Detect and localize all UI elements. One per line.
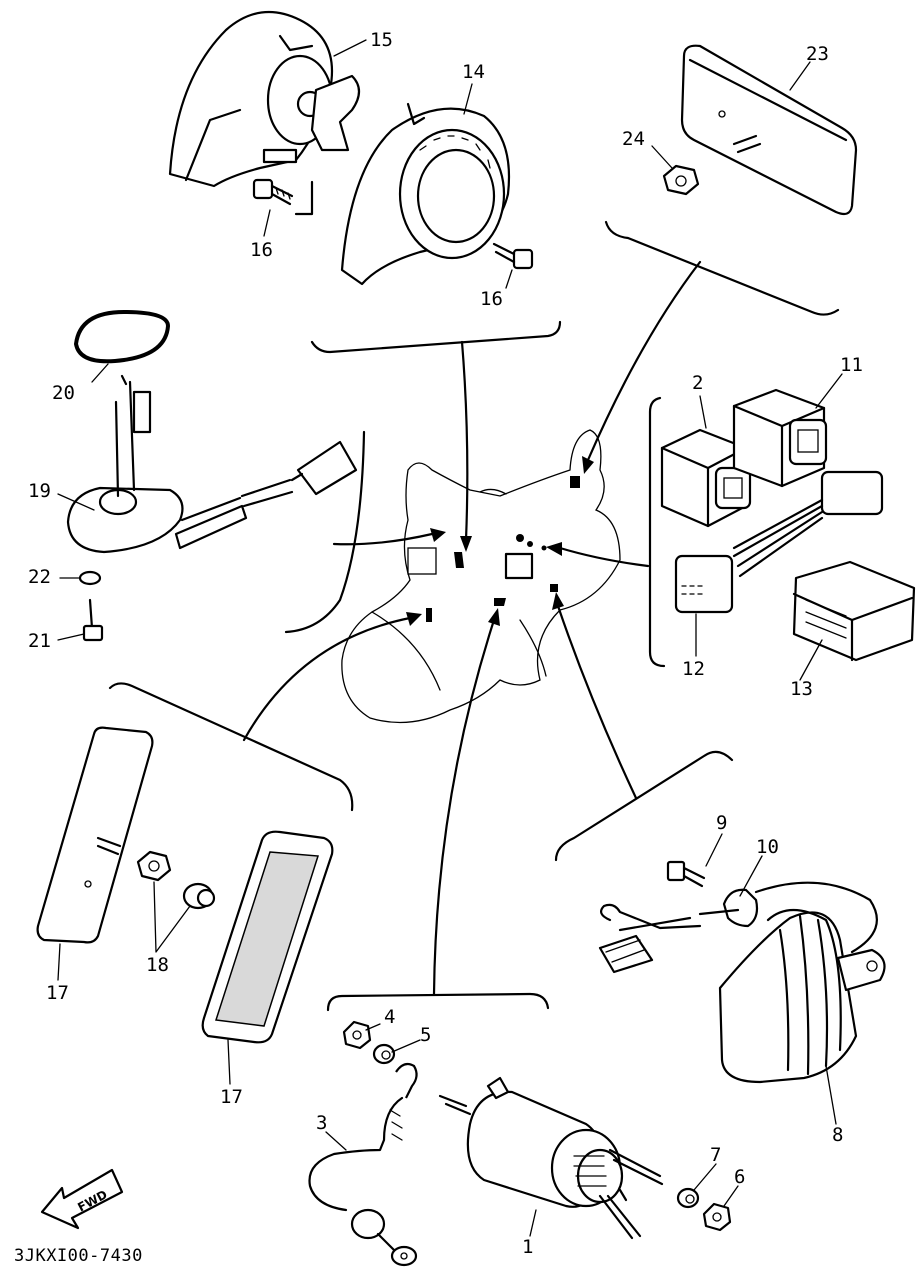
starter-relay-8: [718, 909, 886, 1084]
callout-8: 8: [832, 1124, 844, 1146]
callout-21: 21: [28, 630, 51, 652]
callout-17-b: 17: [220, 1086, 243, 1108]
callout-16-b: 16: [480, 288, 503, 310]
washer-5: [372, 1043, 396, 1065]
callout-7: 7: [710, 1144, 722, 1166]
sender-19: [66, 374, 358, 554]
relay-11: [732, 388, 828, 488]
callout-22: 22: [28, 566, 51, 588]
reflector-17-left: [36, 726, 154, 944]
callout-23: 23: [806, 43, 829, 65]
group-brackets: [108, 220, 840, 1012]
callout-16-a: 16: [250, 239, 273, 261]
connector-12: [674, 470, 884, 614]
callout-18: 18: [146, 954, 169, 976]
bolt-16-a: [252, 178, 294, 206]
diagram-code: 3JKXI00-7430: [14, 1246, 143, 1266]
callout-11: 11: [840, 354, 863, 376]
callout-19: 19: [28, 480, 51, 502]
callout-6: 6: [734, 1166, 746, 1188]
callout-2: 2: [692, 372, 704, 394]
callout-13: 13: [790, 678, 813, 700]
bolt-16-b: [492, 242, 534, 270]
nut-6: [702, 1202, 732, 1232]
callout-9: 9: [716, 812, 728, 834]
plate-23: [680, 44, 858, 216]
callout-10: 10: [756, 836, 779, 858]
nut-24: [662, 164, 700, 196]
callout-24: 24: [622, 128, 645, 150]
bolt-9: [666, 860, 706, 888]
callout-12: 12: [682, 658, 705, 680]
leader-arrows: [242, 260, 702, 996]
washer-22: [78, 570, 102, 586]
callout-1: 1: [522, 1236, 534, 1258]
callout-3: 3: [316, 1112, 328, 1134]
callout-5: 5: [420, 1024, 432, 1046]
callout-20: 20: [52, 382, 75, 404]
horn-15: [168, 10, 361, 216]
harness-8: [598, 881, 878, 974]
callout-leaders: [57, 39, 843, 1237]
bolt-21: [82, 598, 104, 642]
horn-14: [340, 102, 511, 286]
callout-14: 14: [462, 61, 485, 83]
lead-3: [308, 1062, 418, 1267]
relay-2: [660, 428, 752, 528]
connector-13: [792, 560, 916, 662]
fwd-arrow-icon: FWD: [40, 1168, 124, 1230]
motorcycle-outline: [341, 429, 621, 724]
gasket-20: [74, 310, 170, 364]
callout-17-a: 17: [46, 982, 69, 1004]
bushing-18: [182, 882, 216, 910]
callout-15: 15: [370, 29, 393, 51]
washer-7: [676, 1187, 700, 1209]
nut-4: [342, 1020, 372, 1050]
reflector-17-right: [201, 830, 334, 1044]
clamp-10: [618, 888, 759, 932]
starter-motor-1: [438, 1076, 664, 1240]
callout-4: 4: [384, 1006, 396, 1028]
nut-18: [136, 850, 172, 882]
